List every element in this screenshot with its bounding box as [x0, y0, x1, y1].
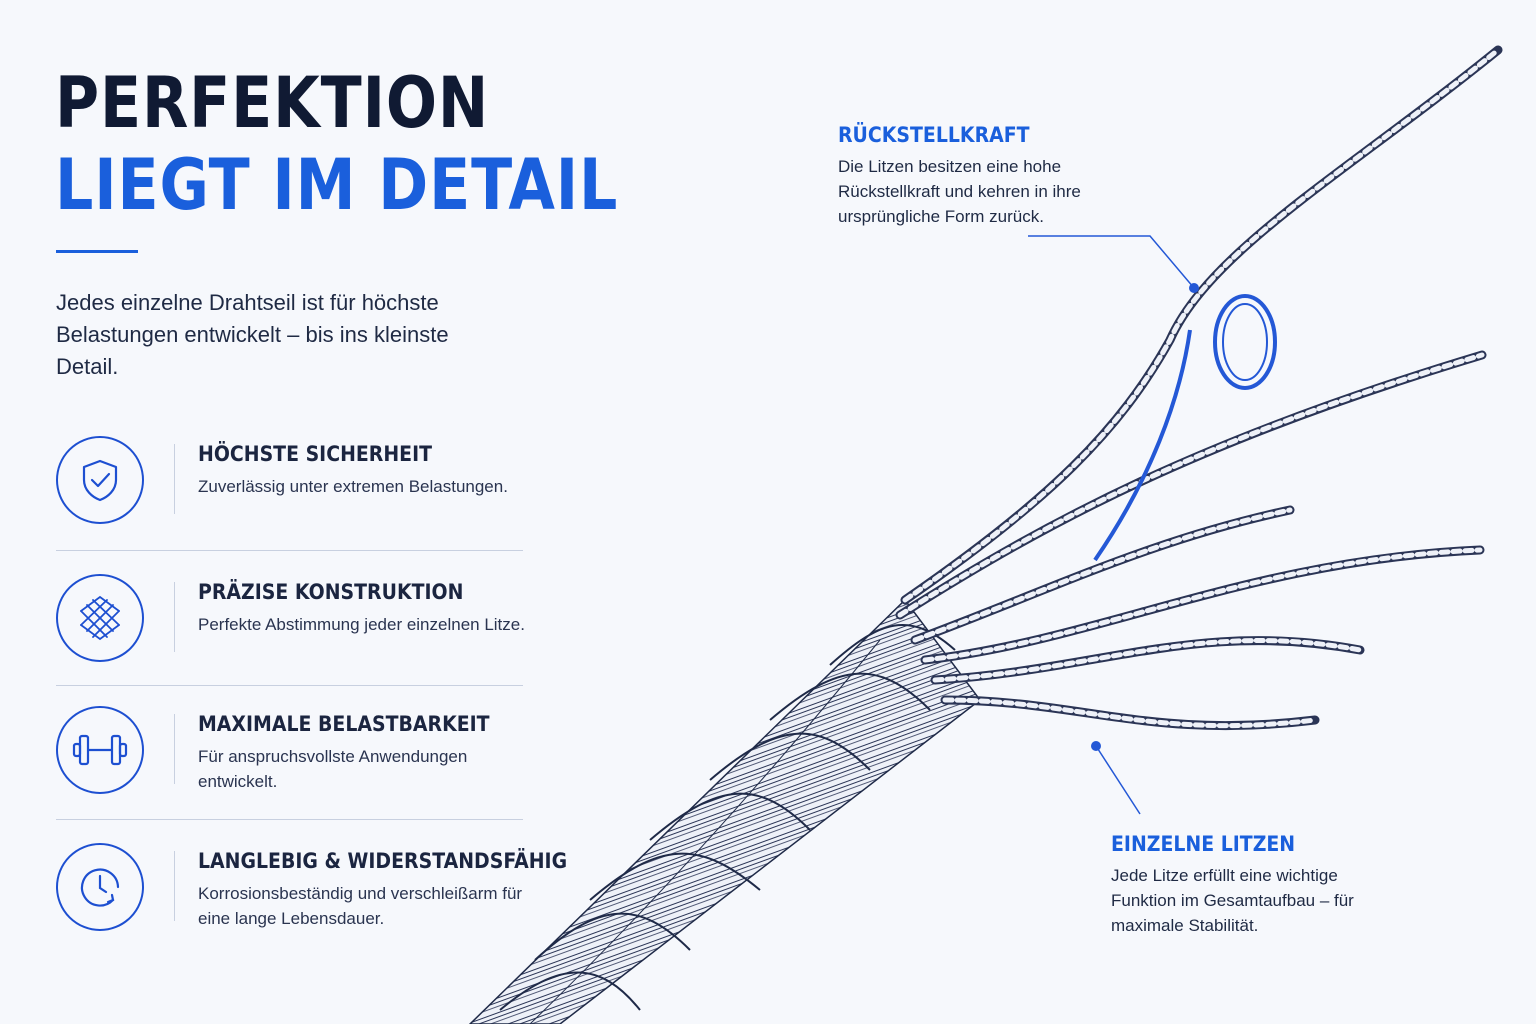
feature-title: LANGLEBIG & WIDERSTANDSFÄHIG — [198, 849, 568, 873]
feature-text: Perfekte Abstimmung jeder einzelnen Litz… — [198, 615, 525, 634]
feature-title: HÖCHSTE SICHERHEIT — [198, 442, 433, 466]
feature-title: PRÄZISE KONSTRUKTION — [198, 580, 464, 604]
feature-construction: PRÄZISE KONSTRUKTION Perfekte Abstimmung… — [56, 574, 536, 684]
feature-text: Korrosionsbeständig und verschleißarm fü… — [198, 884, 523, 928]
intro-text: Jedes einzelne Drahtseil ist für höchste… — [56, 290, 449, 379]
mesh-weave-icon — [56, 574, 144, 662]
callout-litzen-text: Jede Litze erfüllt eine wichtige Funktio… — [1111, 866, 1354, 935]
dumbbell-icon — [56, 706, 144, 794]
callout-leader-top — [1028, 235, 1199, 293]
feature-text: Für anspruchsvollste Anwendungen entwick… — [198, 747, 468, 791]
feature-separator — [56, 819, 523, 820]
feature-security: HÖCHSTE SICHERHEIT Zuverlässig unter ext… — [56, 436, 536, 546]
clock-icon — [56, 843, 144, 931]
callout-litzen-title: EINZELNE LITZEN — [1111, 832, 1296, 856]
feature-divider-line — [174, 582, 175, 652]
feature-separator — [56, 685, 523, 686]
feature-separator — [56, 550, 523, 551]
feature-title: MAXIMALE BELASTBARKEIT — [198, 712, 490, 736]
callout-rueckstellkraft-title: RÜCKSTELLKRAFT — [838, 123, 1030, 147]
loose-strands — [895, 45, 1503, 731]
headline-line-1: PERFEKTION — [55, 62, 490, 144]
shield-check-icon — [56, 436, 144, 524]
feature-divider-line — [174, 444, 175, 514]
feature-text: Zuverlässig unter extremen Belastungen. — [198, 477, 508, 496]
feature-divider-line — [174, 714, 175, 784]
headline-line-2: LIEGT IM DETAIL — [55, 144, 619, 226]
spring-loop — [1093, 294, 1277, 562]
callout-leader-bottom — [1091, 741, 1141, 815]
feature-divider-line — [174, 851, 175, 921]
title-underline — [56, 250, 138, 253]
feature-durability: LANGLEBIG & WIDERSTANDSFÄHIG Korrosionsb… — [56, 843, 567, 953]
callout-rueckstellkraft-text: Die Litzen besitzen eine hohe Rückstellk… — [838, 157, 1081, 226]
feature-load-capacity: MAXIMALE BELASTBARKEIT Für anspruchsvoll… — [56, 706, 536, 816]
